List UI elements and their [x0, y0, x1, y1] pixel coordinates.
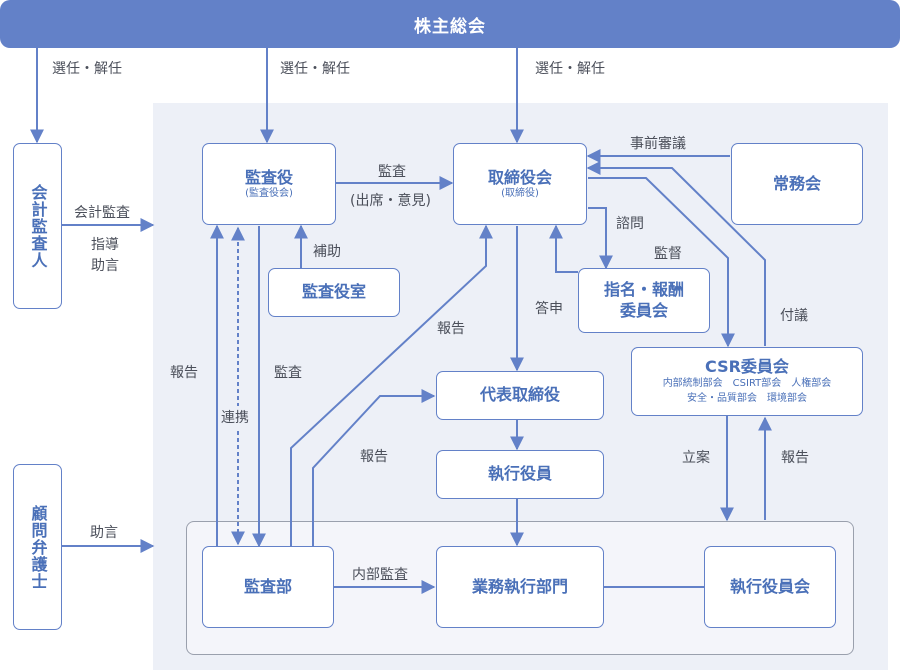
- report-representative-arrow: [312, 389, 436, 546]
- label-plan: 立案: [682, 450, 710, 466]
- executive-officers-box: 執行役員: [436, 450, 604, 499]
- label-answer: 答申: [535, 301, 563, 317]
- supervise-arrow: [588, 177, 735, 348]
- board-box: 取締役会(取締役): [453, 143, 587, 225]
- accounting-auditor-box: 会計監査人: [13, 143, 62, 309]
- shareholders-meeting-banner: 株主総会: [0, 0, 900, 48]
- label-report-left: 報告: [170, 365, 198, 381]
- label-appoint-board: 選任・解任: [535, 61, 605, 77]
- proposal-arrow: [586, 161, 766, 346]
- label-appoint-auditor: 選任・解任: [52, 61, 122, 77]
- label-guidance-advice: 助言: [91, 258, 119, 274]
- report-board-arrow: [290, 224, 493, 546]
- kansayaku-office-box: 監査役室: [268, 268, 400, 317]
- executive-committee-box: 常務会: [731, 143, 863, 225]
- label-audit-left: 監査: [274, 365, 302, 381]
- label-supervise: 監督: [654, 246, 682, 262]
- answer-arrow: [549, 224, 578, 273]
- label-report-board: 報告: [437, 321, 465, 337]
- label-attend: (出席・意見): [350, 193, 431, 209]
- operations-division-box: 業務執行部門: [436, 546, 604, 628]
- consult-arrow: [588, 207, 613, 270]
- officers-meeting-box: 執行役員会: [704, 546, 836, 628]
- csr-committee-box: CSR委員会内部統制部会 CSIRT部会 人権部会安全・品質部会 環境部会: [631, 347, 863, 416]
- label-report-csr: 報告: [781, 450, 809, 466]
- label-advice: 助言: [90, 525, 118, 541]
- representative-director-box: 代表取締役: [436, 371, 604, 420]
- kansayaku-box: 監査役(監査役会): [202, 143, 336, 225]
- legal-advisor-box: 顧問弁護士: [13, 464, 62, 630]
- label-proposal: 付議: [780, 308, 808, 324]
- label-cooperation: 連携: [221, 406, 249, 428]
- label-assist: 補助: [313, 244, 341, 260]
- label-report-mid: 報告: [360, 449, 388, 465]
- label-guidance: 指導: [91, 237, 119, 253]
- label-audit-top: 監査: [378, 164, 406, 180]
- label-prior-deliberation: 事前審議: [630, 136, 686, 152]
- label-internal-audit: 内部監査: [352, 567, 408, 583]
- nomination-committee-box: 指名・報酬委員会: [578, 268, 710, 333]
- audit-department-box: 監査部: [202, 546, 334, 628]
- label-accounting-audit: 会計監査: [74, 205, 130, 221]
- label-consult: 諮問: [616, 216, 644, 232]
- label-appoint-kansayaku: 選任・解任: [280, 61, 350, 77]
